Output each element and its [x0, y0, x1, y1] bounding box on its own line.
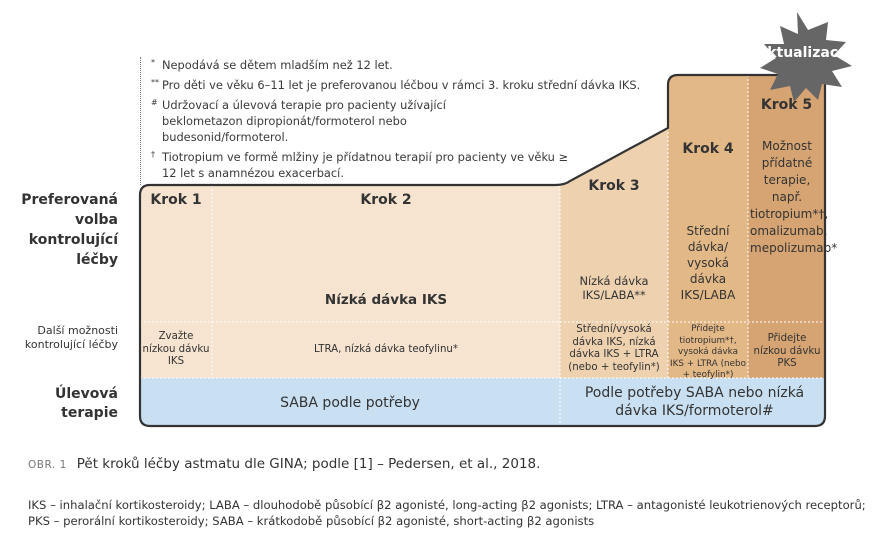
footnote: #Udržovací a úlevová terapie pro pacient… [151, 98, 446, 144]
step2-other: LTRA, nízká dávka teofylinu* [314, 344, 458, 355]
step5-preferred: Možnost přídatné terapie, např. tiotropi… [750, 139, 838, 255]
reliever-left: SABA podle potřeby [280, 395, 420, 411]
footnote: **Pro děti ve věku 6–11 let je preferova… [151, 78, 641, 92]
step2-title: Krok 2 [360, 192, 412, 208]
reliever-right: Podle potřeby SABA nebo nízká dávka IKS/… [584, 385, 805, 419]
abbreviation-line: IKS – inhalační kortikosteroidy; LABA – … [28, 498, 866, 512]
step3-other: Střední/vysoká dávka IKS, nízká dávka IK… [568, 324, 660, 373]
step5-other: Přidejte nízkou dávku PKS [753, 333, 821, 369]
step4-preferred: Střední dávka/ vysoká dávka IKS/LABA [680, 224, 736, 302]
step4-other: Přidejte tiotropium*†, vysoká dávka IKS … [670, 324, 746, 381]
caption-text: Pět kroků léčby astmatu dle GINA; podle … [76, 456, 541, 472]
row-label-reliever: Úlevová terapie [55, 386, 118, 421]
update-badge: Aktualizace [752, 45, 852, 61]
step5-title: Krok 5 [760, 97, 813, 113]
reliever-bg [140, 378, 825, 426]
badge-star-icon [760, 12, 852, 102]
step3-title: Krok 3 [588, 178, 640, 194]
step2-preferred: Nízká dávka IKS [324, 292, 448, 308]
footnotes: *Nepodává se dětem mladším než 12 let. *… [140, 57, 651, 185]
footnote: *Nepodává se dětem mladším než 12 let. [151, 58, 393, 72]
abbreviations: IKS – inhalační kortikosteroidy; LABA – … [28, 497, 868, 529]
step5-bg [748, 75, 825, 380]
abbreviation-line: PKS – perorální kortikosteroidy; SABA – … [28, 514, 595, 528]
update-badge-label: Aktualizace [756, 45, 848, 61]
footnote: †Tiotropium ve formě mlžiny je přídatnou… [151, 150, 569, 180]
figure-caption: OBR. 1 Pět kroků léčby astmatu dle GINA; … [28, 456, 540, 472]
caption-label: OBR. 1 [28, 459, 67, 471]
row-label-other: Další možnosti kontrolující léčby [24, 324, 118, 351]
step1-title: Krok 1 [150, 192, 202, 208]
step3-preferred: Nízká dávka IKS/LABA** [579, 274, 649, 302]
row-label-preferred: Preferovaná volba kontrolující léčby [21, 192, 118, 268]
step4-title: Krok 4 [682, 141, 734, 157]
step1-other: Zvažte nízkou dávku IKS [142, 331, 210, 367]
step4-bg [668, 75, 748, 380]
